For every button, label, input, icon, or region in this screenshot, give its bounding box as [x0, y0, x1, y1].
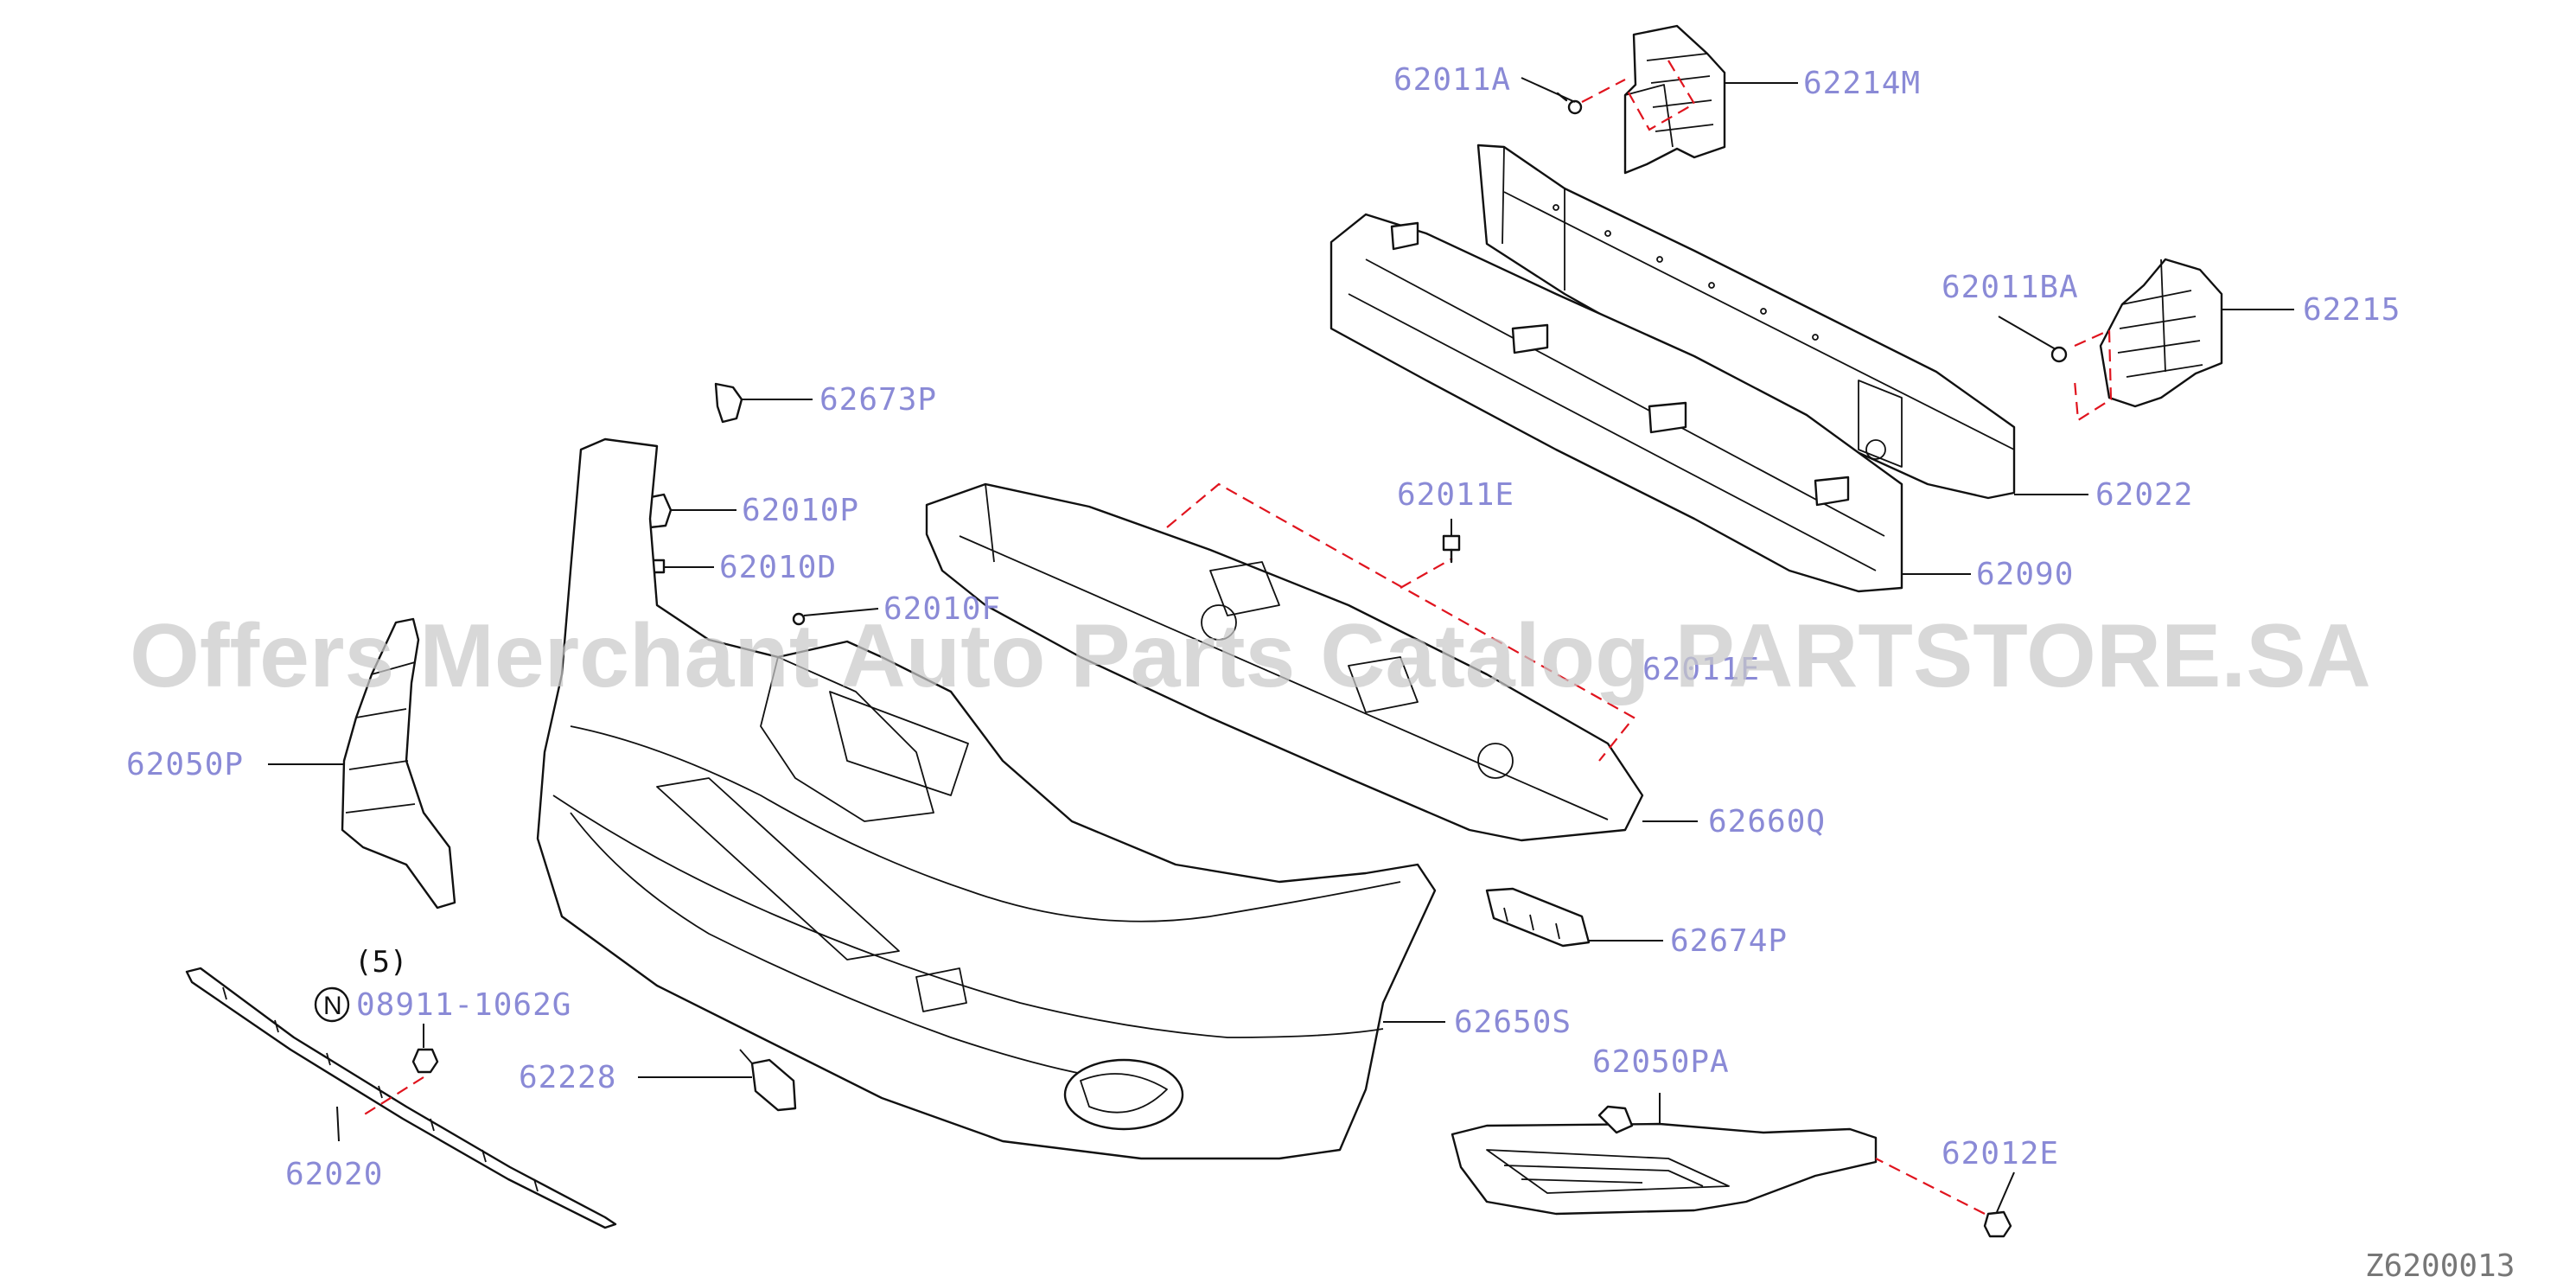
standard-part-letter: N	[323, 992, 342, 1020]
label-62090[interactable]: 62090	[1976, 557, 2074, 592]
absorber-62090[interactable]	[1329, 213, 1903, 593]
rivet-62010f[interactable]	[792, 612, 806, 626]
label-62674p[interactable]: 62674P	[1670, 923, 1788, 959]
label-62214m[interactable]: 62214M	[1803, 66, 1921, 101]
label-62020[interactable]: 62020	[285, 1157, 383, 1192]
nut-08911[interactable]	[362, 1048, 439, 1116]
screw-62012e[interactable]	[1875, 1158, 2012, 1238]
label-62673p[interactable]: 62673P	[819, 382, 937, 418]
label-62011ba[interactable]: 62011BA	[1942, 270, 2079, 305]
bracket-62215[interactable]	[2099, 258, 2223, 408]
label-62010p[interactable]: 62010P	[742, 493, 859, 528]
label-62011a[interactable]: 62011A	[1393, 62, 1511, 98]
label-62011e[interactable]: 62011E	[1397, 477, 1514, 513]
label-62660q[interactable]: 62660Q	[1708, 804, 1826, 839]
watermark-text: Offers Merchant Auto Parts Catalog PARTS…	[130, 606, 2371, 706]
bolt-62011a[interactable]	[1556, 79, 1626, 115]
nut-62011ba[interactable]	[2050, 329, 2113, 422]
label-62012e[interactable]: 62012E	[1942, 1136, 2059, 1171]
alignment-line-2	[1400, 558, 1453, 589]
strip-62020[interactable]	[185, 967, 617, 1229]
label-62650s[interactable]: 62650S	[1454, 1005, 1572, 1040]
label-62228[interactable]: 62228	[519, 1060, 616, 1095]
cover-62228[interactable]	[739, 1049, 797, 1112]
quantity-note: (5)	[354, 945, 407, 980]
standard-part-symbol: N	[314, 986, 350, 1023]
label-62010f[interactable]: 62010F	[883, 591, 1001, 627]
callout-labels: 62011A 62214M 62011BA 62215 62022 62090 …	[126, 62, 2401, 1192]
label-62010d[interactable]: 62010D	[719, 550, 837, 585]
label-62050pa[interactable]: 62050PA	[1592, 1044, 1730, 1080]
label-62215[interactable]: 62215	[2303, 292, 2401, 328]
bolt-62011e[interactable]	[1442, 534, 1461, 564]
alignment-line-1	[1166, 482, 1636, 762]
label-62050p[interactable]: 62050P	[126, 747, 244, 782]
reinforcement-62022[interactable]	[1476, 144, 2016, 500]
leader-lines	[268, 77, 2294, 1213]
support-62660q[interactable]	[925, 482, 1644, 842]
clip-62673p[interactable]	[714, 382, 743, 424]
bracket-62214m[interactable]	[1623, 24, 1726, 175]
fascia-62650s[interactable]	[536, 437, 1437, 1160]
label-08911[interactable]: 08911-1062G	[356, 987, 571, 1023]
label-62011e-watermarked[interactable]: 62011E	[1642, 652, 1760, 687]
bracket-62050p[interactable]	[341, 617, 456, 910]
bezel-62050pa[interactable]	[1451, 1105, 1878, 1216]
label-62022[interactable]: 62022	[2095, 477, 2193, 513]
bracket-62674p[interactable]	[1485, 887, 1591, 948]
diagram-id: Z6200013	[2365, 1248, 2515, 1283]
